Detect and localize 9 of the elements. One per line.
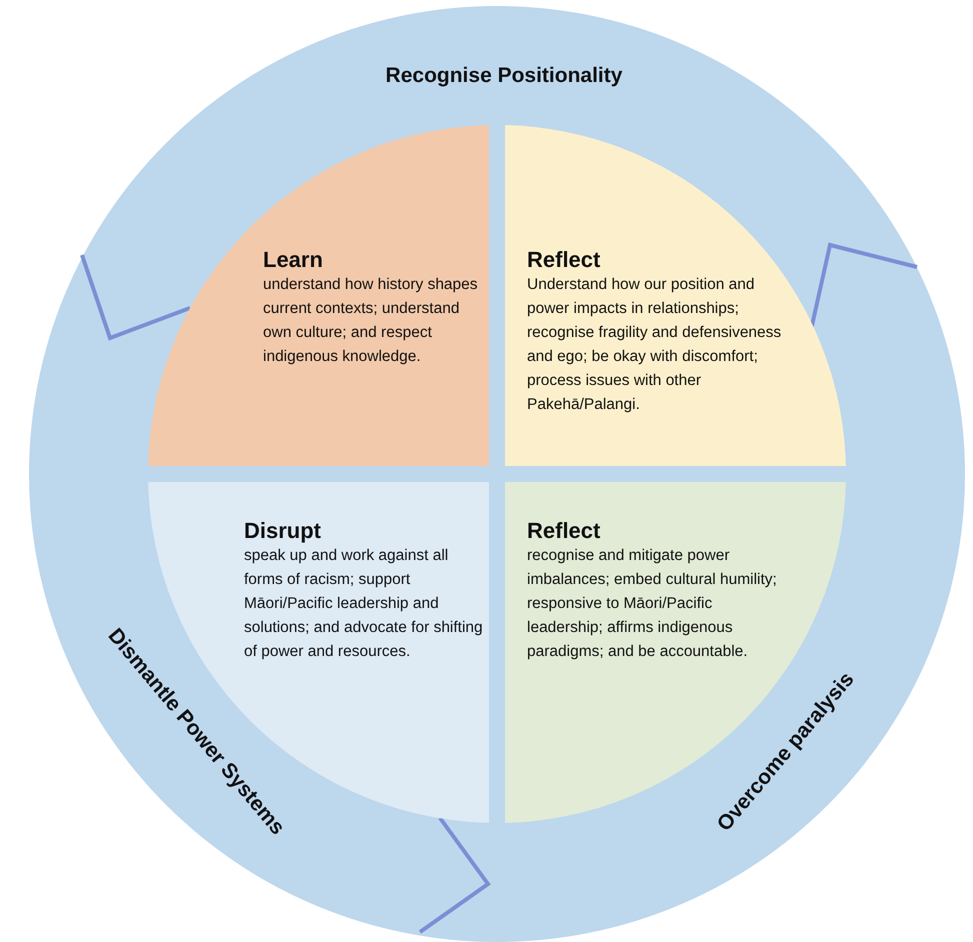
segment-heading: Disrupt (244, 518, 321, 544)
segment-description: understand how history shapes current contexts; understand own culture; and respect indigenous knowledge. (263, 275, 478, 367)
segment-heading: Reflect (527, 247, 600, 273)
ring-label: Recognise Positionality (386, 64, 622, 88)
segment-description: Understand how our position and power impacts in relationships; recognise fragility and defensiveness and ego; be okay with discomfort; process issues with other Pakehā/Palangi. (527, 275, 782, 415)
segment-description: speak up and work against all forms of racism; support Māori/Pacific leadership and solutions; and advocate for shifting of power and resources. (244, 546, 484, 662)
segment-description: recognise and mitigate power imbalances; embed cultural humility; responsive to Māori/Pacific leadership; affirms indigenous paradigms; and be accountable. (527, 546, 778, 662)
segment-heading: Reflect (527, 518, 600, 544)
segment-heading: Learn (263, 247, 323, 273)
